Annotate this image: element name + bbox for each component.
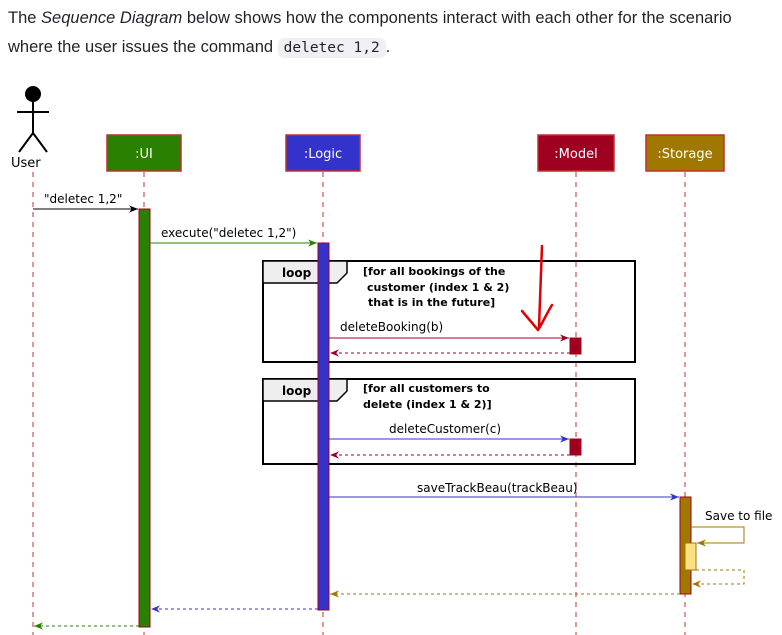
loop-frame-2: [262, 378, 636, 465]
participant-model-label: :Model: [554, 147, 597, 162]
handwritten-red-arrow: [520, 244, 554, 332]
participant-storage-box: [645, 134, 725, 172]
message-save: saveTrackBeau(trackBeau): [329, 481, 679, 501]
message-save-to-file: Save to file: [691, 509, 772, 547]
message-delete-customer-label: deleteCustomer(c): [389, 422, 501, 436]
message-execute-label: execute("deletec 1,2"): [161, 226, 296, 240]
participant-storage-label: :Storage: [657, 147, 712, 162]
intro-text-before: The: [8, 9, 42, 27]
command-code: deletec 1,2: [277, 38, 386, 58]
message-save-label: saveTrackBeau(trackBeau): [417, 481, 578, 495]
loop-frame-1: [262, 260, 636, 363]
participant-ui-box: [106, 134, 182, 172]
actor-head: [25, 86, 41, 102]
loop-guard-1-line-2: customer (index 1 & 2): [367, 281, 509, 294]
model-activation-2: [569, 438, 582, 456]
message-user-command-label: "deletec 1,2": [44, 192, 122, 206]
return-save-to-file-arrow: [692, 569, 745, 588]
loop-guard-2-line-2: delete (index 1 & 2)]: [363, 398, 492, 411]
participant-logic-label: :Logic: [304, 147, 342, 162]
message-execute: execute("deletec 1,2"): [150, 226, 317, 247]
intro-emphasis: Sequence Diagram: [41, 9, 183, 27]
participant-model-box: [537, 134, 615, 172]
loop-keyword-2: loop: [282, 384, 312, 398]
storage-self-activation: [684, 542, 697, 571]
message-delete-booking: deleteBooking(b): [329, 320, 569, 342]
participant-ui: :UI: [106, 134, 182, 172]
participant-logic: :Logic: [285, 134, 361, 172]
message-delete-customer: deleteCustomer(c): [329, 422, 569, 443]
participant-storage: :Storage: [645, 134, 725, 172]
loop-keyword-1: loop: [282, 266, 312, 280]
model-activation-1: [569, 337, 582, 355]
intro-text-after: .: [385, 38, 391, 56]
loop-guard-1-line-3: that is in the future]: [368, 296, 495, 309]
logic-activation: [317, 242, 330, 611]
intro-paragraph: The Sequence Diagram below shows how the…: [8, 4, 778, 63]
participant-model: :Model: [537, 134, 615, 172]
message-delete-booking-label: deleteBooking(b): [340, 320, 443, 334]
participant-logic-box: [285, 134, 361, 172]
ui-activation: [138, 208, 151, 628]
actor-leg-right: [32, 132, 48, 153]
loop-guard-1-line-1: [for all bookings of the: [363, 265, 505, 278]
participant-ui-label: :UI: [135, 147, 153, 162]
message-save-to-file-arrow: [691, 526, 745, 547]
user-actor: User: [11, 86, 49, 171]
actor-label: User: [11, 156, 41, 171]
message-save-to-file-label: Save to file: [705, 509, 772, 523]
message-user-command: "deletec 1,2": [33, 192, 138, 213]
loop-guard-2-line-1: [for all customers to: [363, 382, 490, 395]
actor-leg-left: [18, 132, 34, 153]
intro-text-middle: below shows how the components interact …: [8, 9, 732, 56]
